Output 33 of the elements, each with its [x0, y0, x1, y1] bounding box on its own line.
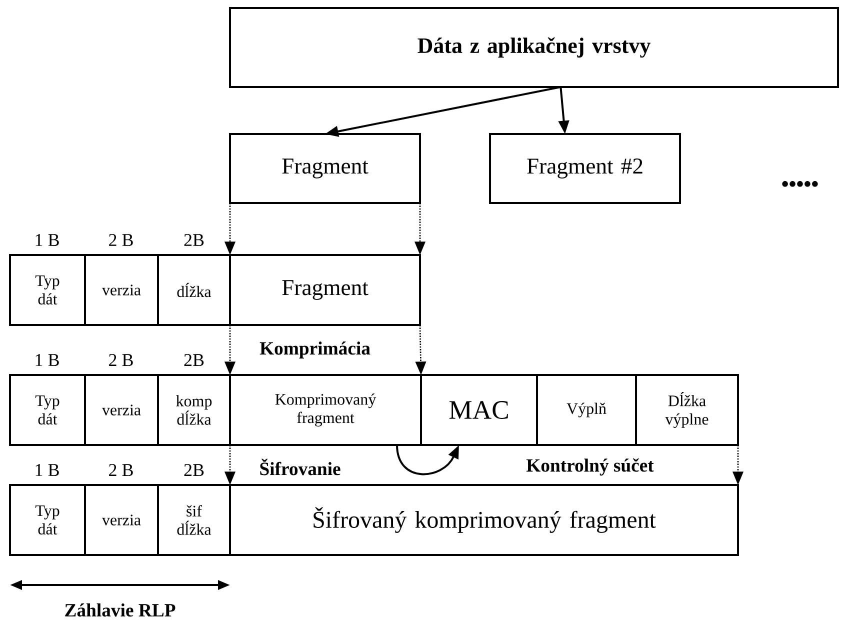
field-cell: verzia: [84, 254, 159, 326]
field-cell: Fragment: [229, 254, 421, 326]
byte-size-label: 2 B: [109, 354, 133, 366]
field-cell: Typ dát: [9, 254, 86, 326]
byte-size-label: 2 B: [109, 234, 133, 246]
byte-size-label: 2B: [184, 354, 204, 366]
header-span-label: Záhlavie RLP: [65, 603, 176, 617]
byte-size-label: 2B: [184, 464, 204, 476]
field-cell: Dĺžka výplne: [635, 374, 739, 446]
curved-arrow: [396, 444, 459, 476]
byte-size-label: 1 B: [36, 354, 59, 366]
field-cell: Typ dát: [9, 374, 86, 446]
byte-size-label: 2 B: [109, 464, 133, 476]
field-cell: Šifrovaný komprimovaný fragment: [229, 484, 739, 556]
step-label: Šifrovanie: [260, 458, 340, 476]
header-box: Dáta z aplikačnej vrstvy: [229, 7, 840, 88]
fragment-box: Fragment: [229, 133, 421, 204]
field-cell: verzia: [84, 374, 159, 446]
field-cell: komp dĺžka: [157, 374, 231, 446]
field-cell: verzia: [84, 484, 159, 556]
byte-size-label: 2B: [184, 234, 204, 246]
field-cell: Výplň: [536, 374, 637, 446]
step-label: Kontrolný súčet: [526, 458, 654, 476]
field-cell: šif dĺžka: [157, 484, 231, 556]
field-cell: MAC: [420, 374, 538, 446]
field-cell: Komprimovaný fragment: [229, 374, 422, 446]
byte-size-label: 1 B: [36, 464, 59, 476]
field-cell: Typ dát: [9, 484, 86, 556]
fragment-box: Fragment #2: [489, 133, 681, 204]
step-label: Komprimácia: [260, 342, 370, 358]
field-cell: dĺžka: [157, 254, 231, 326]
ellipsis: •••••: [782, 181, 818, 187]
byte-size-label: 1 B: [36, 234, 59, 246]
